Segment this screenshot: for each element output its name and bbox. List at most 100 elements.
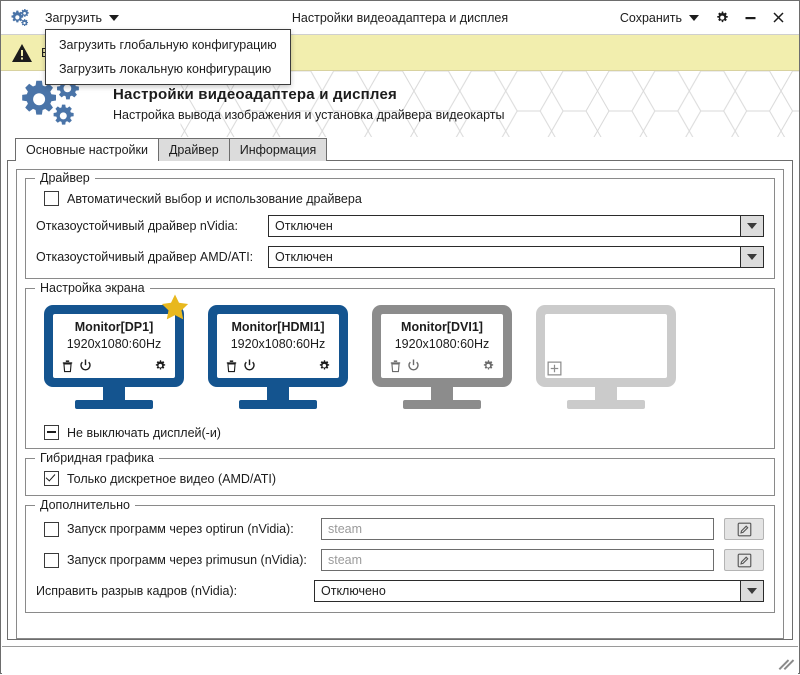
gear-icon[interactable] <box>153 358 168 373</box>
tearfix-row: Исправить разрыв кадров (nVidia): Отключ… <box>36 580 764 602</box>
resize-grip-icon[interactable] <box>778 658 794 672</box>
primusrun-input[interactable]: steam <box>321 549 714 571</box>
monitor-base <box>239 400 317 409</box>
monitor-card-dvi1[interactable]: Monitor[DVI1] 1920x1080:60Hz <box>372 305 512 409</box>
titlebar-right-controls: Сохранить <box>612 5 799 31</box>
monitor-name: Monitor[DP1] <box>74 320 154 334</box>
gear-icon[interactable] <box>481 358 496 373</box>
gear-icon[interactable] <box>317 358 332 373</box>
chevron-down-icon[interactable] <box>740 216 763 236</box>
tearfix-value: Отключено <box>321 584 386 598</box>
save-menu-label: Сохранить <box>619 10 682 25</box>
optirun-row: Запуск программ через optirun (nVidia): … <box>36 518 764 540</box>
monitor-neck <box>431 387 453 400</box>
menu-item-load-local[interactable]: Загрузить локальную конфигурацию <box>59 62 272 76</box>
monitor-list: Monitor[DP1] 1920x1080:60Hz <box>36 294 764 411</box>
tearfix-combo[interactable]: Отключено <box>314 580 764 602</box>
banner-gears-icon <box>22 77 79 125</box>
primusrun-label: Запуск программ через primusun (nVidia): <box>67 553 307 567</box>
monitor-neck <box>103 387 125 400</box>
power-icon[interactable] <box>242 358 257 373</box>
banner-title: Настройки видеоадаптера и дисплея <box>113 86 397 103</box>
driver-group-legend: Драйвер <box>35 171 95 185</box>
optirun-input[interactable]: steam <box>321 518 714 540</box>
discrete-only-row[interactable]: Только дискретное видео (AMD/ATI) <box>44 471 764 486</box>
monitor-neck <box>267 387 289 400</box>
app-gears-icon <box>1 1 35 35</box>
chevron-down-icon <box>109 14 120 21</box>
monitor-base <box>403 400 481 409</box>
tab-content-inner: Драйвер Автоматический выбор и использов… <box>16 169 784 639</box>
save-menu-button[interactable]: Сохранить <box>612 8 707 28</box>
auto-driver-label: Автоматический выбор и использование дра… <box>67 191 362 206</box>
load-menu-button[interactable]: Загрузить <box>37 8 127 28</box>
tab-driver[interactable]: Драйвер <box>157 138 230 161</box>
warning-triangle-icon <box>12 43 32 62</box>
keep-display-on-label: Не выключать дисплей(-и) <box>67 425 221 440</box>
monitor-screen: Monitor[DP1] 1920x1080:60Hz <box>44 305 184 387</box>
amd-fallback-combo[interactable]: Отключен <box>268 246 764 268</box>
chevron-down-icon[interactable] <box>740 247 763 267</box>
monitor-card-dp1[interactable]: Monitor[DP1] 1920x1080:60Hz <box>44 294 189 409</box>
monitor-mode: 1920x1080:60Hz <box>66 337 162 351</box>
keep-display-on-checkbox[interactable] <box>44 425 59 440</box>
minimize-button[interactable] <box>737 5 763 31</box>
monitor-mode: 1920x1080:60Hz <box>394 337 490 351</box>
trash-icon[interactable] <box>388 358 403 373</box>
amd-fallback-label: Отказоустойчивый драйвер AMD/ATI: <box>36 250 254 264</box>
optirun-checkbox[interactable] <box>44 521 59 537</box>
nvidia-fallback-label: Отказоустойчивый драйвер nVidia: <box>36 219 238 233</box>
power-icon[interactable] <box>406 358 421 373</box>
load-dropdown-menu[interactable]: Загрузить глобальную конфигурацию Загруз… <box>45 29 291 85</box>
tab-content-panel: Драйвер Автоматический выбор и использов… <box>7 160 793 640</box>
monitor-screen: Monitor[DVI1] 1920x1080:60Hz <box>372 305 512 387</box>
monitor-name: Monitor[DVI1] <box>401 320 483 334</box>
monitor-card-add[interactable] <box>536 305 676 409</box>
primusrun-edit-button[interactable] <box>724 549 764 571</box>
edit-pencil-icon <box>737 522 751 536</box>
monitor-neck <box>595 387 617 400</box>
driver-group: Драйвер Автоматический выбор и использов… <box>25 171 775 279</box>
tearfix-label: Исправить разрыв кадров (nVidia): <box>36 584 238 598</box>
trash-icon[interactable] <box>224 358 239 373</box>
hybrid-graphics-group: Гибридная графика Только дискретное виде… <box>25 451 775 496</box>
load-menu-label: Загрузить <box>45 10 103 25</box>
optirun-label: Запуск программ через optirun (nVidia): <box>67 522 294 536</box>
star-icon[interactable] <box>160 293 190 322</box>
monitor-mode: 1920x1080:60Hz <box>230 337 326 351</box>
banner-subtitle: Настройка вывода изображения и установка… <box>113 108 505 122</box>
nvidia-fallback-value: Отключен <box>275 219 333 233</box>
chevron-down-icon <box>689 14 699 21</box>
tab-bar: Основные настройки Драйвер Информация <box>1 137 799 161</box>
primusrun-checkbox[interactable] <box>44 552 59 568</box>
nvidia-fallback-row: Отказоустойчивый драйвер nVidia: Отключе… <box>36 215 764 237</box>
amd-fallback-row: Отказоустойчивый драйвер AMD/ATI: Отключ… <box>36 246 764 268</box>
monitor-base <box>75 400 153 409</box>
additional-group: Дополнительно Запуск программ через opti… <box>25 498 775 613</box>
settings-button[interactable] <box>709 5 735 31</box>
keep-display-on-row[interactable]: Не выключать дисплей(-и) <box>44 425 764 440</box>
menu-item-load-global[interactable]: Загрузить глобальную конфигурацию <box>59 38 277 52</box>
plus-box-icon[interactable] <box>547 361 562 376</box>
power-icon[interactable] <box>78 358 93 373</box>
trash-icon[interactable] <box>60 358 75 373</box>
close-button[interactable] <box>765 5 791 31</box>
nvidia-fallback-combo[interactable]: Отключен <box>268 215 764 237</box>
monitor-name: Monitor[HDMI1] <box>231 320 325 334</box>
additional-group-legend: Дополнительно <box>35 498 135 512</box>
monitor-card-hdmi1[interactable]: Monitor[HDMI1] 1920x1080:60Hz <box>208 305 348 409</box>
optirun-edit-button[interactable] <box>724 518 764 540</box>
screen-settings-group: Настройка экрана Monitor[DP1] 1920x1080:… <box>25 281 775 449</box>
auto-driver-row[interactable]: Автоматический выбор и использование дра… <box>44 191 764 206</box>
discrete-only-checkbox[interactable] <box>44 471 59 486</box>
amd-fallback-value: Отключен <box>275 250 333 264</box>
chevron-down-icon[interactable] <box>740 581 763 601</box>
edit-pencil-icon <box>737 553 751 567</box>
monitor-screen: Monitor[HDMI1] 1920x1080:60Hz <box>208 305 348 387</box>
monitor-base <box>567 400 645 409</box>
primusrun-row: Запуск программ через primusun (nVidia):… <box>36 549 764 571</box>
tab-information[interactable]: Информация <box>228 138 328 161</box>
auto-driver-checkbox[interactable] <box>44 191 59 206</box>
tab-main-settings[interactable]: Основные настройки <box>15 138 159 161</box>
